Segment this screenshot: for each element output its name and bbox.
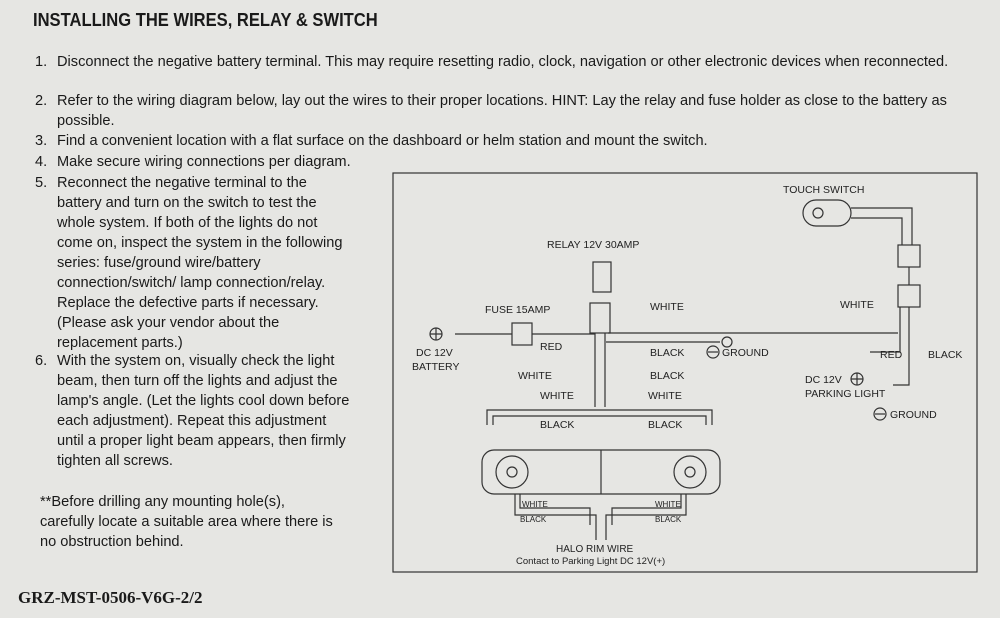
label-black: BLACK (650, 347, 684, 359)
label-battery: DC 12V (416, 347, 453, 359)
label-white-r2: WHITE (648, 390, 682, 402)
label-black-l3: BLACK (540, 419, 574, 431)
label-red: RED (540, 341, 563, 353)
label-fuse: FUSE 15AMP (485, 304, 550, 316)
label-white: WHITE (650, 301, 684, 313)
step-text: Reconnect the negative terminal to the b… (57, 175, 343, 351)
label-lamp-black-l: BLACK (520, 515, 547, 524)
step-number: 1. (35, 54, 48, 70)
relay-shape (592, 261, 612, 293)
label-lamp-black-r: BLACK (655, 515, 682, 524)
step-text: Refer to the wiring diagram below, lay o… (57, 93, 947, 129)
label-parking: DC 12V (805, 374, 842, 386)
diagram-frame (392, 172, 978, 573)
label-white-l2: WHITE (540, 390, 574, 402)
label-ground-2: GROUND (890, 409, 937, 421)
step-number: 3. (35, 133, 48, 149)
label-parking-2: PARKING LIGHT (805, 388, 886, 400)
label-lamp-white-l: WHITE (522, 500, 548, 509)
step-number: 5. (35, 175, 48, 191)
drilling-note: **Before drilling any mounting hole(s), … (40, 494, 333, 550)
label-battery-2: BATTERY (412, 361, 459, 373)
step-number: 6. (35, 353, 48, 369)
step-text: Make secure wiring connections per diagr… (57, 154, 351, 170)
label-white-left: WHITE (518, 370, 552, 382)
fuse-shape (511, 322, 533, 346)
label-red-right: RED (880, 349, 903, 361)
page-title: INSTALLING THE WIRES, RELAY & SWITCH (33, 10, 378, 30)
label-black-r3: BLACK (648, 419, 682, 431)
label-halo-2: Contact to Parking Light DC 12V(+) (516, 556, 665, 567)
step-text: With the system on, visually check the l… (57, 353, 350, 469)
label-halo: HALO RIM WIRE (556, 544, 634, 555)
step-text: Find a convenient location with a flat s… (57, 133, 708, 149)
step-number: 4. (35, 154, 48, 170)
step-number: 2. (35, 93, 48, 109)
label-touch-switch: TOUCH SWITCH (783, 184, 864, 196)
label-ground: GROUND (722, 347, 769, 359)
step-text: Disconnect the negative battery terminal… (57, 54, 949, 70)
touch-switch-shape (802, 199, 852, 227)
document-code: GRZ-MST-0506-V6G-2/2 (18, 588, 203, 607)
label-lamp-white-r: WHITE (655, 500, 681, 509)
label-black-mid: BLACK (650, 370, 684, 382)
label-black-right: BLACK (928, 349, 962, 361)
label-relay: RELAY 12V 30AMP (547, 239, 639, 251)
label-white-right: WHITE (840, 299, 874, 311)
